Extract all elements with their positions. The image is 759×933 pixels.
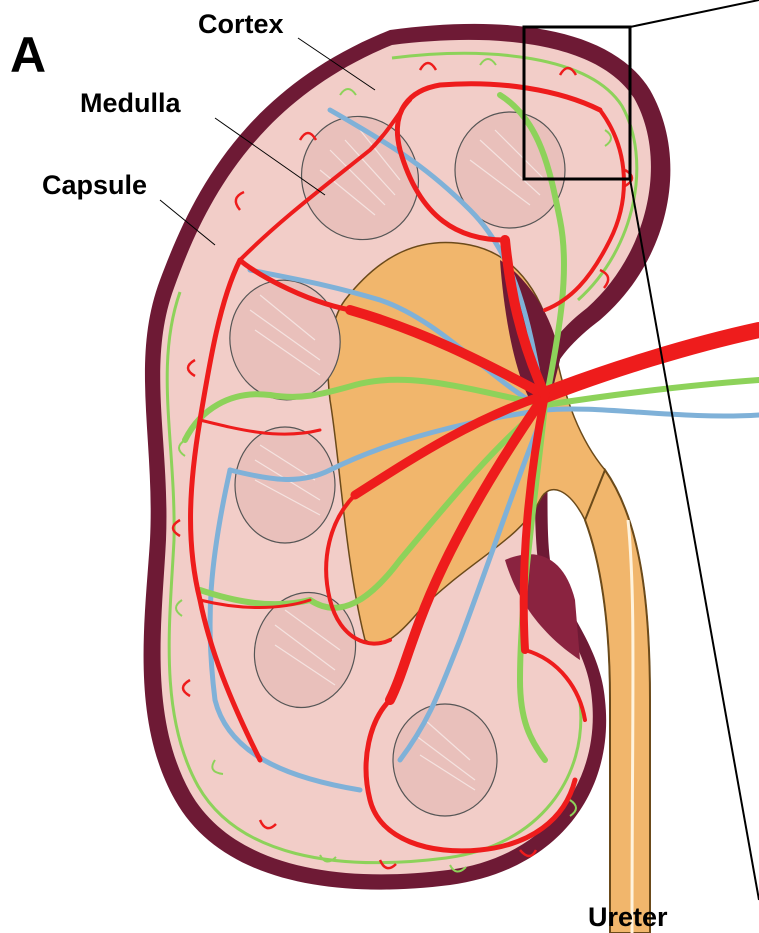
panel-letter: A bbox=[10, 27, 46, 83]
pyramid-6 bbox=[393, 704, 497, 816]
pyramid-4 bbox=[235, 427, 335, 543]
ureter-label: Ureter bbox=[588, 902, 668, 932]
capsule-label: Capsule bbox=[42, 170, 147, 200]
cortex-label: Cortex bbox=[198, 9, 284, 39]
zoom-line-top bbox=[630, 0, 759, 27]
medulla-label: Medulla bbox=[80, 88, 181, 118]
